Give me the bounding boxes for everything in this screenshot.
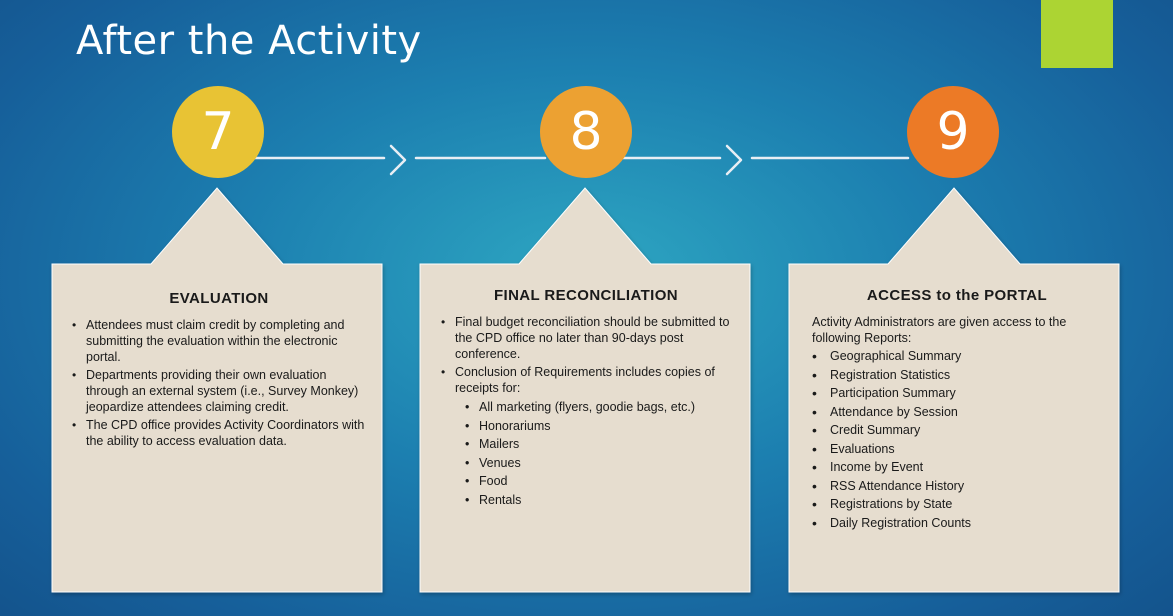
list-item: Income by Event (812, 459, 1102, 475)
card-final-reconciliation: FINAL RECONCILIATION Final budget reconc… (441, 288, 731, 510)
step-circle-9: 9 (907, 86, 999, 178)
slide-title: After the Activity (76, 18, 422, 64)
list-item: Honorariums (465, 418, 731, 434)
list-item: Registration Statistics (812, 367, 1102, 383)
evaluation-bullets: Attendees must claim credit by completin… (72, 317, 366, 449)
step-circle-8: 8 (540, 86, 632, 178)
list-item: Attendees must claim credit by completin… (72, 317, 366, 365)
step-number: 9 (936, 102, 970, 162)
card-heading: ACCESS to the PORTAL (866, 287, 1048, 304)
reports-list: Geographical Summary Registration Statis… (812, 348, 1102, 531)
list-item: Registrations by State (812, 496, 1102, 512)
list-item: Venues (465, 455, 731, 471)
list-item: RSS Attendance History (812, 478, 1102, 494)
list-item: Participation Summary (812, 385, 1102, 401)
step-number: 7 (201, 102, 235, 162)
card-intro: Activity Administrators are given access… (812, 315, 1067, 345)
list-item: Final budget reconciliation should be su… (441, 314, 731, 362)
list-item: Rentals (465, 492, 731, 508)
card-access-portal: ACCESS to the PORTAL Activity Administra… (812, 288, 1102, 533)
list-item: Departments providing their own evaluati… (72, 367, 366, 415)
list-item: Conclusion of Requirements includes copi… (441, 364, 731, 508)
bullet-text: Final budget reconciliation should be su… (455, 315, 730, 361)
card-evaluation: EVALUATION Attendees must claim credit b… (72, 291, 366, 451)
list-item: The CPD office provides Activity Coordin… (72, 417, 366, 449)
bullet-text: Conclusion of Requirements includes copi… (455, 365, 715, 395)
card-heading: EVALUATION (169, 290, 269, 307)
list-item: Credit Summary (812, 422, 1102, 438)
list-item: Geographical Summary (812, 348, 1102, 364)
connector-chevron-8-9 (725, 144, 743, 176)
list-item: Evaluations (812, 441, 1102, 457)
list-item: Mailers (465, 436, 731, 452)
step-number: 8 (569, 102, 603, 162)
card-heading: FINAL RECONCILIATION (493, 287, 679, 304)
receipt-types-list: All marketing (flyers, goodie bags, etc.… (455, 399, 731, 508)
list-item: All marketing (flyers, goodie bags, etc.… (465, 399, 731, 415)
list-item: Daily Registration Counts (812, 515, 1102, 531)
step-circle-7: 7 (172, 86, 264, 178)
connector-chevron-7-8 (389, 144, 407, 176)
list-item: Food (465, 473, 731, 489)
accent-square (1041, 0, 1113, 68)
list-item: Attendance by Session (812, 404, 1102, 420)
reconciliation-bullets: Final budget reconciliation should be su… (441, 314, 731, 508)
